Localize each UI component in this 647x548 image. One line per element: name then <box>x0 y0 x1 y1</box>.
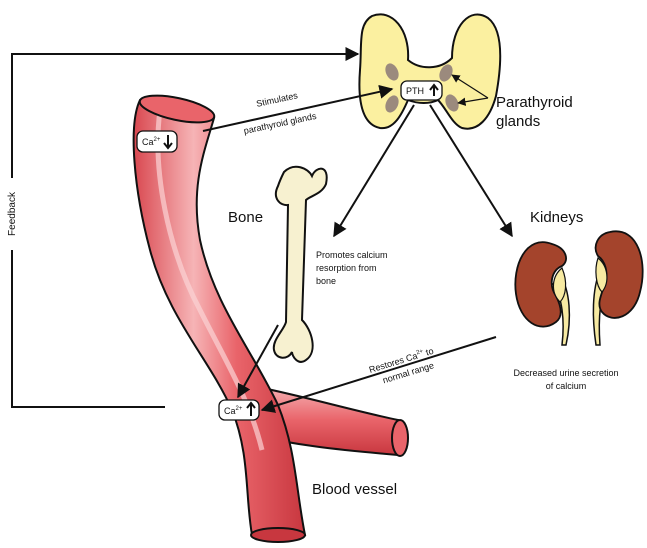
promotes-label-line3: bone <box>316 276 336 286</box>
restores-label: Restores Ca2+ to normal range <box>368 346 439 389</box>
pth-badge: PTH <box>401 81 442 100</box>
calcium-low-text: Ca <box>142 137 154 147</box>
kidney-effect-line2: of calcium <box>546 381 587 391</box>
calcium-restored-badge: Ca2+ <box>219 400 259 420</box>
bone-label: Bone <box>228 209 263 226</box>
feedback-label: Feedback <box>7 191 18 236</box>
vessel-bottom-opening <box>251 528 305 542</box>
kidneys-label: Kidneys <box>530 209 583 226</box>
parathyroid-glands-label-line2: glands <box>496 113 540 130</box>
pth-badge-text: PTH <box>406 86 424 96</box>
parathyroid-glands-figure: Parathyroid glands <box>359 14 572 130</box>
vessel-branch-opening <box>392 420 408 456</box>
promotes-label-line2: resorption from <box>316 263 377 273</box>
blood-vessel-label: Blood vessel <box>312 481 397 498</box>
stimulates-label-line1: Stimulates <box>255 90 299 109</box>
kidneys-figure: Kidneys Decreased urine secretion of cal… <box>513 209 642 391</box>
bone-figure: Bone Promotes calcium resorption from bo… <box>228 167 388 362</box>
parathyroid-glands-label-line1: Parathyroid <box>496 94 573 111</box>
calcium-low-badge: Ca2+ <box>137 131 177 152</box>
calcium-restored-sup: 2+ <box>236 406 243 412</box>
promotes-label-line1: Promotes calcium <box>316 250 388 260</box>
kidney-effect-line1: Decreased urine secretion <box>513 368 618 378</box>
thyroid-outline <box>359 14 500 128</box>
blood-vessel <box>134 90 408 542</box>
calcium-restored-text: Ca <box>224 406 236 416</box>
calcium-low-sup: 2+ <box>154 137 161 143</box>
